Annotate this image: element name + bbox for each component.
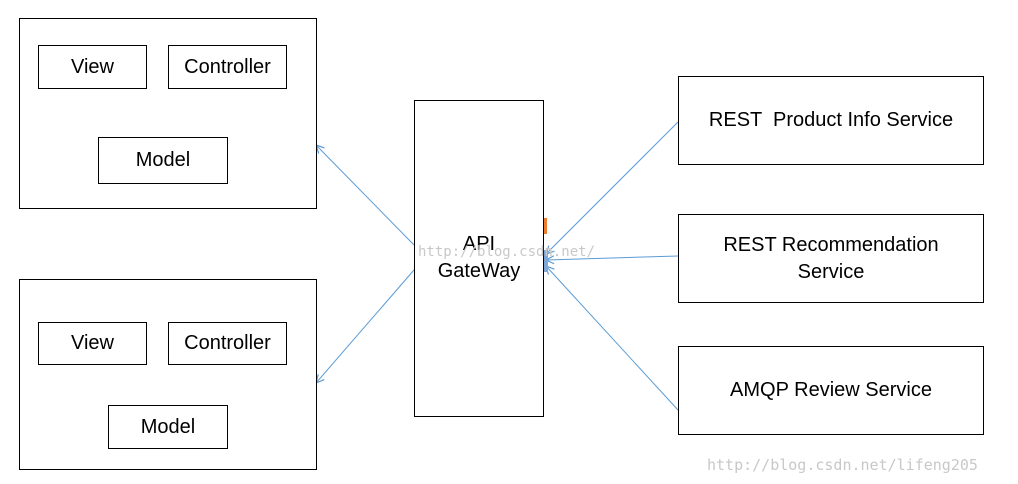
- model-label-top: Model: [135, 149, 191, 171]
- model-label-bottom: Model: [140, 415, 196, 438]
- model-box-top: Model: [98, 137, 228, 184]
- recommendation-service-line1: REST Recommendation: [723, 233, 939, 256]
- view-box-bottom: View: [38, 322, 147, 365]
- controller-box-bottom: Controller: [168, 322, 287, 365]
- api-gateway-label: API GateWay: [414, 228, 544, 288]
- controller-label-bottom: Controller: [184, 332, 271, 354]
- controller-box-top: Controller: [168, 45, 287, 89]
- connection-marker-blue: [543, 250, 548, 272]
- product-info-service-label: REST Product Info Service: [708, 109, 954, 131]
- review-service-label: AMQP Review Service: [730, 379, 932, 401]
- arrow-review-to-gateway: [546, 266, 679, 411]
- api-gateway-line1: API: [462, 233, 496, 255]
- arrow-product-to-gateway: [546, 121, 679, 254]
- api-gateway-box: [414, 100, 544, 417]
- view-label-bottom: View: [71, 332, 114, 354]
- arrow-recommendation-to-gateway: [546, 256, 679, 260]
- watermark-corner: http://blog.csdn.net/lifeng205: [707, 456, 978, 474]
- watermark-center: http://blog.csdn.net/: [418, 244, 596, 260]
- view-box-top: View: [38, 45, 147, 89]
- model-box-bottom: Model: [108, 405, 228, 449]
- product-info-service-box: REST Product Info Service: [678, 76, 984, 165]
- recommendation-service-line2: Service: [797, 260, 865, 283]
- view-label-top: View: [71, 55, 114, 78]
- connection-marker-orange: [543, 218, 547, 234]
- controller-label-top: Controller: [184, 55, 271, 78]
- arrow-gateway-to-top-client: [316, 145, 415, 246]
- recommendation-service-box: REST Recommendation Service: [678, 214, 984, 303]
- api-gateway-line2: GateWay: [437, 260, 521, 282]
- arrow-gateway-to-bottom-client: [316, 269, 415, 383]
- review-service-box: AMQP Review Service: [678, 346, 984, 435]
